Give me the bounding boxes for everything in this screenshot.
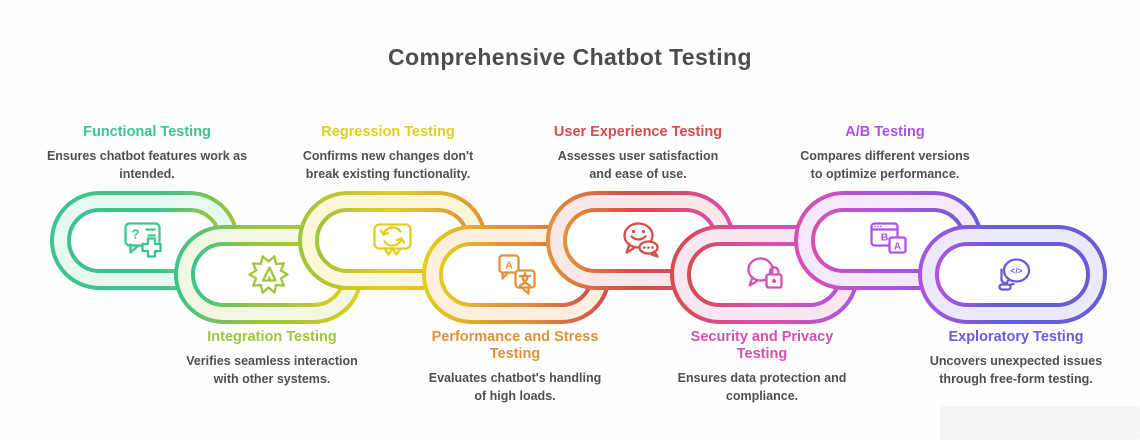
label-description: Evaluates chatbot's handling of high loa… [428,371,602,403]
label-description: Confirms new changes don't break existin… [302,149,474,181]
label-description: Uncovers unexpected issues through free-… [929,354,1103,386]
label-exploratory-testing: Exploratory Testing Uncovers unexpected … [914,329,1118,388]
label-functional-testing: Functional Testing Ensures chatbot featu… [45,124,249,183]
code-bubble-icon: </> [998,258,1031,291]
label-user-experience-testing: User Experience Testing Assesses user sa… [551,124,725,183]
translate-bubbles-icon: A [498,254,536,295]
label-integration-testing: Integration Testing Verifies seamless in… [177,329,367,388]
chain-link-exploratory: </> [918,225,1107,324]
svg-text:B: B [881,232,889,244]
svg-text:</>: </> [1010,266,1022,276]
page-title: Comprehensive Chatbot Testing [388,44,752,70]
label-title: User Experience Testing [553,123,723,140]
watermark-area [940,406,1140,440]
label-description: Compares different versions to optimize … [800,149,970,181]
label-title: Regression Testing [321,123,455,140]
chat-lock-icon [747,257,783,289]
ab-window-icon: B A [870,222,907,254]
chat-refresh-icon [373,223,412,256]
label-ab-testing: A/B Testing Compares different versions … [793,124,977,183]
label-title: A/B Testing [845,123,925,140]
label-description: Ensures chatbot features work as intende… [46,149,248,181]
label-regression-testing: Regression Testing Confirms new changes … [295,124,481,183]
label-title: Security and Privacy Testing [690,329,834,363]
svg-text:?: ? [132,227,140,242]
label-security-privacy-testing: Security and Privacy Testing Ensures dat… [666,329,858,405]
svg-text:A: A [505,260,513,272]
gear-send-icon [248,255,289,294]
translate-char-strokes [518,271,532,287]
chain-diagram: ? [50,191,1107,324]
label-title: Performance and Stress Testing [431,329,599,363]
label-performance-stress-testing: Performance and Stress Testing Evaluates… [423,329,607,405]
svg-text:A: A [894,242,901,253]
label-title: Exploratory Testing [948,329,1084,345]
label-description: Verifies seamless interaction with other… [186,354,358,386]
chat-question-plus-icon: ? [124,222,162,258]
label-description: Ensures data protection and compliance. [677,371,847,403]
label-description: Assesses user satisfaction and ease of u… [557,149,719,181]
label-title: Integration Testing [207,329,337,345]
smiley-chat-icon [623,222,659,258]
label-title: Functional Testing [83,123,211,140]
